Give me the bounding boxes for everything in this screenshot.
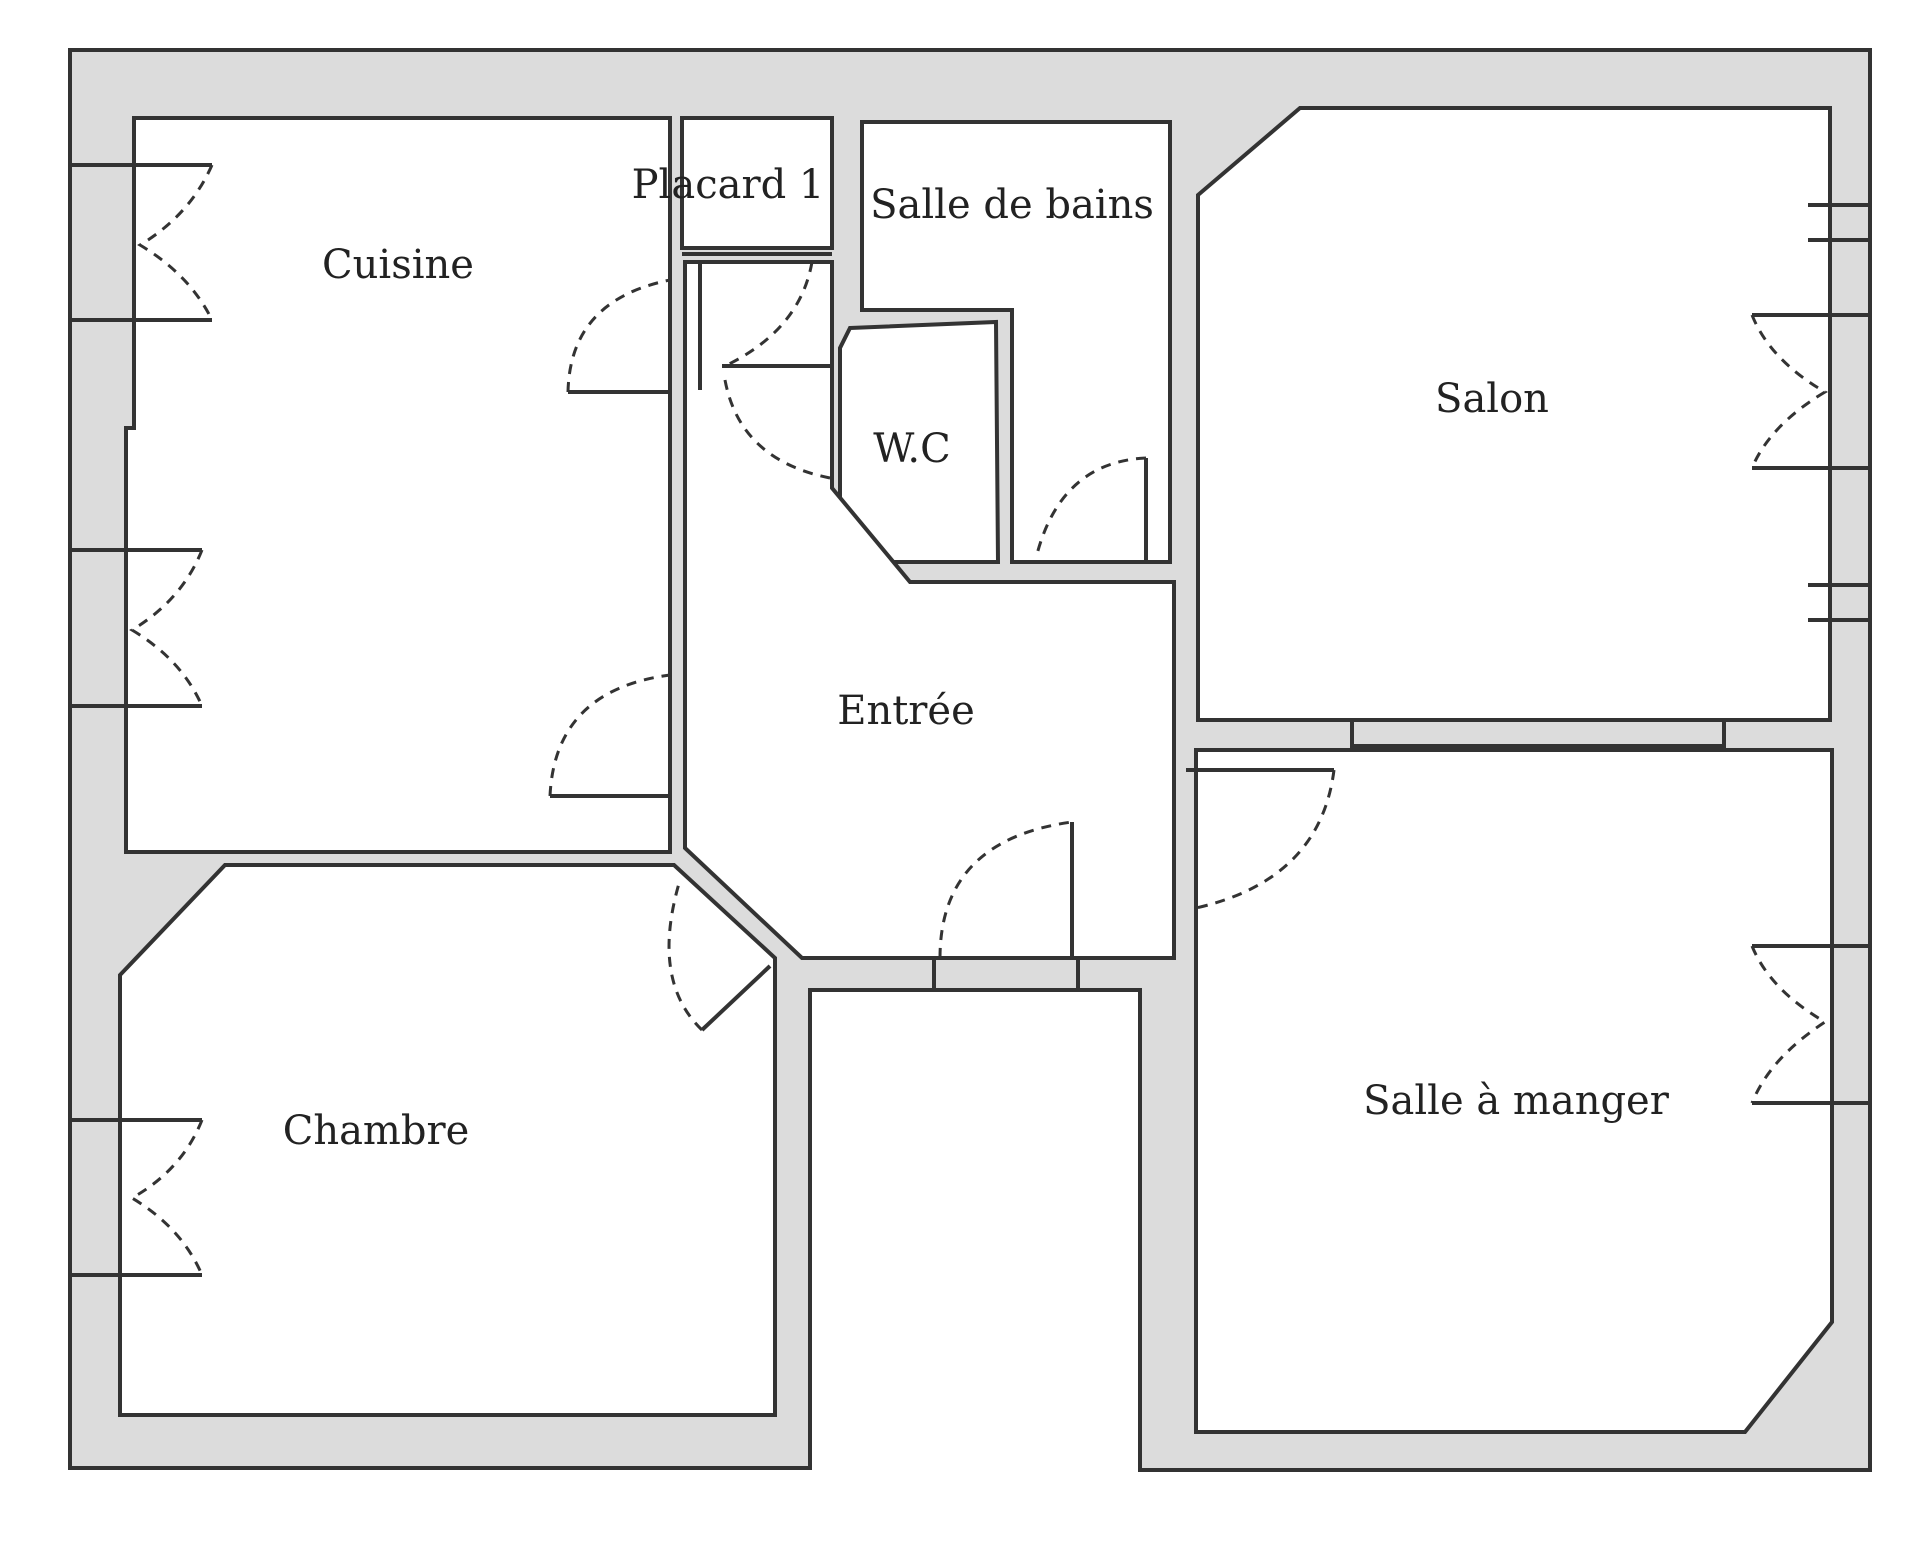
room-salle-a-manger (1194, 748, 1834, 1434)
door-salle-a-manger (1186, 768, 1336, 910)
room-chambre (118, 863, 777, 1417)
window-salon-middle (1750, 313, 1870, 470)
label-salle-de-bains: Salle de bains (870, 182, 1154, 228)
room-entree (683, 260, 1176, 960)
window-cuisine-bottom (70, 548, 204, 708)
window-chambre (70, 1118, 204, 1277)
window-cuisine-top (70, 163, 214, 322)
label-chambre: Chambre (283, 1108, 470, 1154)
room-wc (838, 319, 1001, 564)
label-wc: W.C (873, 426, 950, 472)
room-salle-de-bains (860, 120, 1172, 564)
door-salle-de-bains (1034, 456, 1148, 562)
label-cuisine: Cuisine (322, 242, 474, 288)
label-salle-a-manger: Salle à manger (1363, 1078, 1670, 1124)
door-cuisine-top (566, 278, 671, 394)
window-salon-bottom (1808, 583, 1870, 622)
door-cuisine-bottom (548, 673, 671, 798)
label-salon: Salon (1435, 376, 1549, 422)
label-entree: Entrée (837, 688, 975, 734)
label-placard: Placard 1 (632, 162, 825, 208)
window-salle-a-manger (1750, 944, 1870, 1105)
window-salon-top (1808, 203, 1870, 242)
room-cuisine (124, 116, 672, 854)
salon-sliding-partition (1350, 718, 1726, 748)
door-chambre (667, 879, 772, 1032)
door-entrance (938, 820, 1074, 959)
door-wc (723, 379, 831, 480)
room-placard (680, 116, 834, 250)
